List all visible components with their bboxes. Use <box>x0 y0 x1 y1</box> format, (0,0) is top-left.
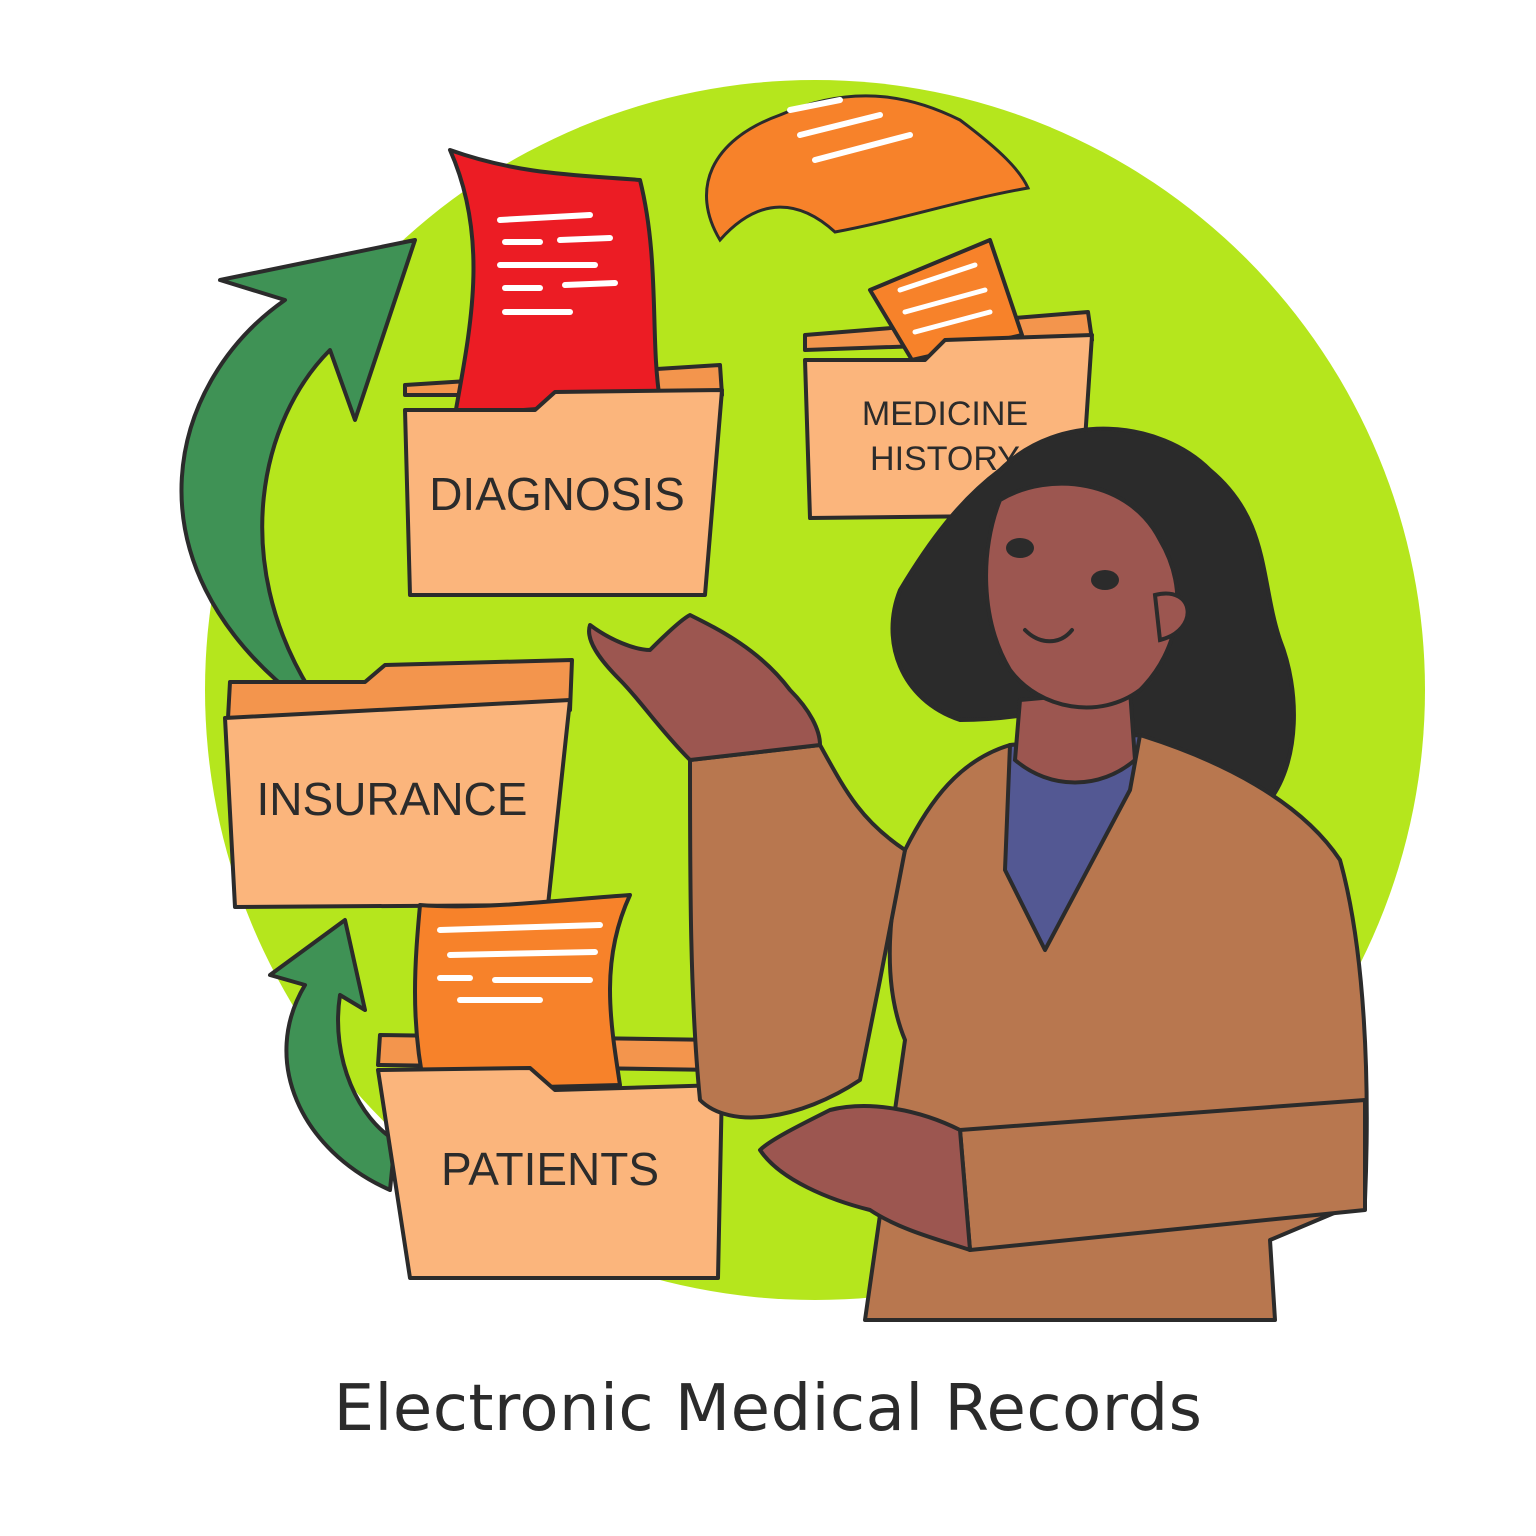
right-eye-icon <box>1091 570 1119 590</box>
woman-figure <box>587 426 1369 1322</box>
left-eye-icon <box>1006 538 1034 558</box>
raised-arm <box>688 743 907 1120</box>
lower-hand-icon <box>758 1104 972 1252</box>
cycle-arrow-lower-icon <box>268 918 397 1192</box>
flying-document-lines <box>787 97 913 163</box>
cycle-arrow-upper-icon <box>179 238 417 702</box>
patients-document-icon <box>413 893 632 1092</box>
folder-patients[interactable]: PATIENTS <box>376 893 724 1280</box>
folder-label-patients: PATIENTS <box>441 1143 659 1195</box>
folder-insurance[interactable]: INSURANCE <box>223 658 574 909</box>
folder-label-diagnosis: DIAGNOSIS <box>429 468 685 520</box>
flying-document-icon <box>705 94 1031 243</box>
raised-hand-icon <box>587 613 822 762</box>
face <box>984 481 1180 710</box>
folder-diagnosis[interactable]: DIAGNOSIS <box>403 148 724 597</box>
diagnosis-document-icon <box>448 148 662 417</box>
folder-label-medicine: MEDICINE <box>862 395 1028 433</box>
caption: Electronic Medical Records <box>333 1372 1203 1446</box>
folder-label-insurance: INSURANCE <box>257 773 528 825</box>
